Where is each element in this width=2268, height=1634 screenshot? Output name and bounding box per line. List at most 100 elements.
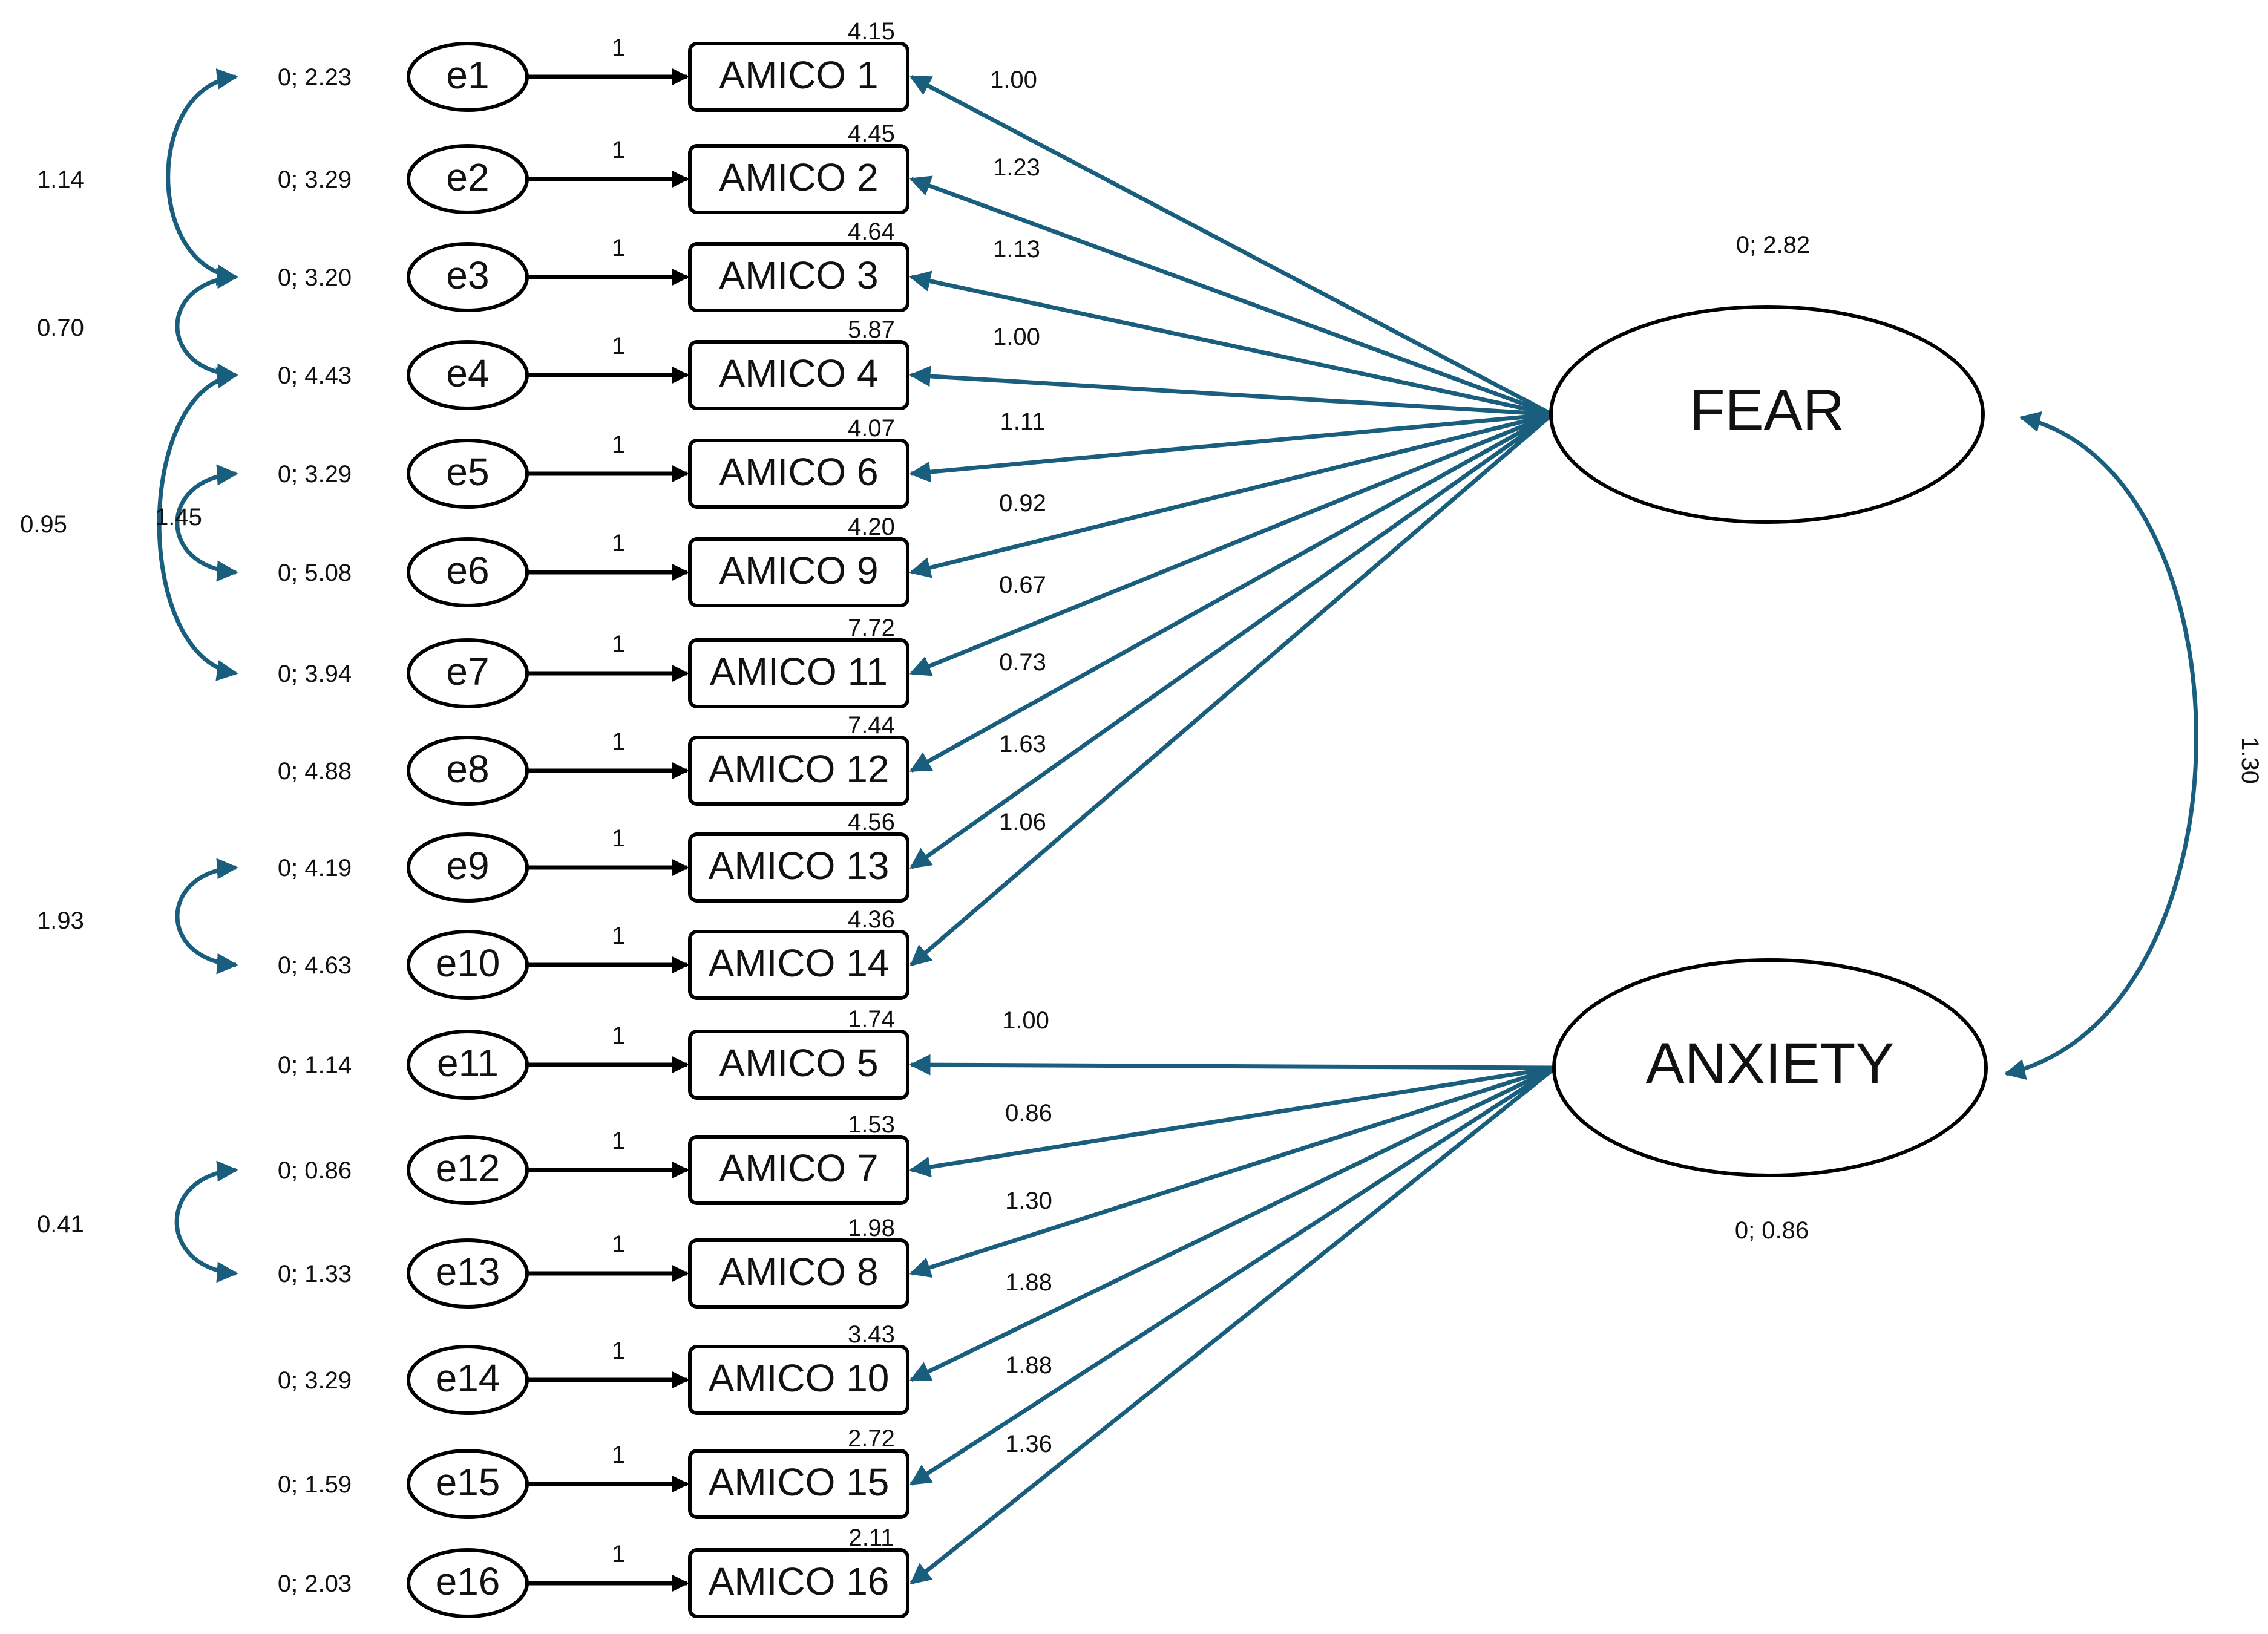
- latent-fear-ellipse: [1549, 305, 1985, 524]
- error-covariance-arcs: 1.14 0.70 0.95 1.45 1.93 0.41: [20, 68, 238, 1283]
- indicator-label: AMICO 12: [709, 747, 890, 791]
- error-variance: 0; 3.20: [278, 264, 352, 291]
- loading-path: [909, 1054, 1556, 1076]
- indicator-box: [688, 1030, 909, 1100]
- error-variance: 0; 3.29: [278, 461, 352, 488]
- indicator-box: [688, 1548, 909, 1618]
- error-variance: 0; 4.88: [278, 758, 352, 785]
- loading-path: [909, 412, 1553, 773]
- error-covariance-value: 0.41: [37, 1211, 84, 1238]
- error-label: e15: [436, 1460, 500, 1504]
- error-covariance-arc: [175, 267, 238, 385]
- indicator-label: AMICO 6: [719, 450, 878, 494]
- error-label: e11: [437, 1041, 499, 1085]
- indicator-intercept: 4.20: [848, 514, 895, 540]
- latent-anxiety-label: ANXIETY: [1646, 1031, 1895, 1096]
- error-variance: 0; 0.86: [278, 1157, 352, 1184]
- loading-value: 1.88: [1005, 1352, 1052, 1379]
- indicator-box: [688, 930, 909, 1000]
- loading-value: 1.11: [1000, 408, 1046, 435]
- error-path-weight: 1: [612, 1338, 625, 1364]
- error-path-weight: 1: [612, 1128, 625, 1154]
- error-path-weight: 1: [612, 1022, 625, 1049]
- error-variance: 0; 3.94: [278, 661, 352, 687]
- indicator-label: AMICO 9: [719, 549, 878, 592]
- indicator-label: AMICO 5: [719, 1041, 878, 1085]
- error-variance: 0; 3.29: [278, 166, 352, 193]
- latent-anxiety-variance: 0; 0.86: [1735, 1217, 1809, 1244]
- indicator-box: [688, 439, 909, 509]
- indicator-label: AMICO 7: [719, 1146, 878, 1190]
- indicator-intercept: 1.98: [848, 1215, 895, 1241]
- error-path-weight: 1: [612, 728, 625, 755]
- error-covariance-arc: [175, 858, 238, 975]
- loading-path: [909, 74, 1553, 417]
- loading-value: 1.00: [993, 324, 1040, 350]
- indicator-intercept: 7.72: [848, 615, 895, 641]
- loading-path: [909, 412, 1553, 676]
- error-label: e4: [446, 351, 489, 395]
- error-variance: 0; 5.08: [278, 560, 352, 586]
- error-variance: 0; 2.03: [278, 1570, 352, 1597]
- loading-path: [909, 412, 1553, 578]
- error-covariance-value: 1.45: [155, 504, 202, 531]
- indicator-box: [688, 537, 909, 607]
- error-variance: 0; 4.63: [278, 952, 352, 979]
- error-label: e7: [446, 650, 489, 693]
- loading-value: 1.63: [999, 731, 1046, 757]
- loading-path: [909, 1066, 1557, 1585]
- indicator-box: [688, 736, 909, 806]
- indicator-intercept: 4.45: [848, 120, 895, 147]
- loading-path: [909, 1065, 1556, 1382]
- indicator-label: AMICO 11: [710, 650, 888, 693]
- error-label: e13: [436, 1250, 500, 1293]
- latent-anxiety: ANXIETY 0; 0.86: [1552, 958, 1988, 1244]
- error-label: e1: [446, 53, 489, 97]
- loading-value: 0.92: [999, 490, 1046, 517]
- error-covariance-arc: [157, 367, 238, 681]
- indicator-label: AMICO 2: [719, 155, 878, 199]
- error-covariance-arc: [175, 464, 238, 582]
- error-path-weight: 1: [612, 631, 625, 658]
- indicator-label: AMICO 8: [719, 1250, 878, 1293]
- latent-fear: FEAR 0; 2.82: [1549, 232, 1985, 524]
- error-covariance-value: 0.95: [20, 511, 67, 538]
- error-label: e5: [446, 450, 489, 494]
- error-path-weight: 1: [612, 825, 625, 852]
- error-label: e16: [436, 1560, 500, 1603]
- indicator-box: [688, 1449, 909, 1519]
- error-variance: 0; 1.14: [278, 1052, 352, 1079]
- error-path-weight: 1: [612, 1231, 625, 1258]
- error-label: e6: [446, 549, 489, 592]
- error-covariance-value: 1.14: [37, 166, 84, 193]
- indicator-intercept: 1.53: [848, 1111, 895, 1138]
- loading-path: [909, 412, 1553, 483]
- loading-path: [909, 1066, 1556, 1486]
- error-path-weight: 1: [612, 333, 625, 359]
- loading-value: 1.36: [1005, 1431, 1052, 1457]
- error-variance: 0; 4.43: [278, 362, 352, 389]
- error-path-weight: 1: [612, 1442, 625, 1468]
- latent-covariance-arc: [2004, 411, 2198, 1080]
- error-variance: 0; 1.33: [278, 1261, 352, 1287]
- indicator-label: AMICO 13: [709, 844, 890, 887]
- loading-path: [909, 413, 1554, 869]
- loading-value: 1.06: [999, 809, 1046, 835]
- latent-covariance-label: 1.30: [2237, 737, 2263, 784]
- error-label: e3: [446, 253, 489, 297]
- error-covariance-value: 0.70: [37, 315, 84, 341]
- error-path-weight: 1: [612, 235, 625, 261]
- error-label: e8: [446, 747, 489, 791]
- loading-value: 0.86: [1005, 1100, 1052, 1126]
- error-path-weight: 1: [612, 137, 625, 163]
- loading-value: 1.88: [1005, 1269, 1052, 1296]
- error-path-weight: 1: [612, 530, 625, 557]
- error-covariance-arc: [174, 1160, 238, 1283]
- indicator-intercept: 5.87: [848, 316, 895, 343]
- indicator-intercept: 2.72: [848, 1425, 895, 1452]
- error-covariance-value: 1.93: [37, 907, 84, 934]
- loading-path: [909, 1065, 1556, 1178]
- indicator-box: [688, 1238, 909, 1309]
- indicator-label: AMICO 1: [719, 53, 878, 97]
